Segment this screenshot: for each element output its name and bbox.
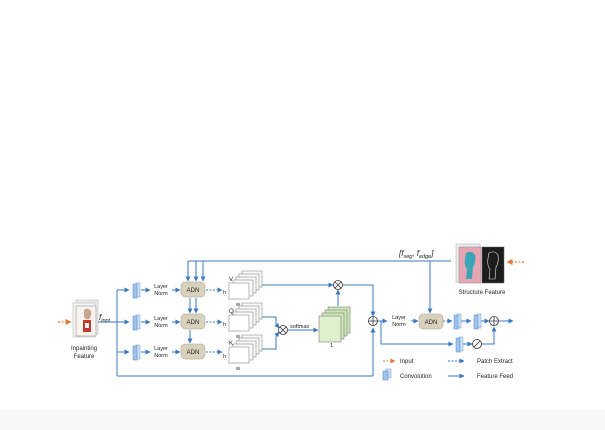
activation-icon bbox=[472, 339, 482, 349]
svg-text:w: w bbox=[235, 302, 240, 308]
svg-text:V: V bbox=[229, 277, 233, 283]
input-branch-lines bbox=[98, 287, 376, 377]
svg-text:h: h bbox=[223, 354, 226, 360]
legend-feature-feed-label: Feature Feed bbox=[477, 374, 513, 380]
svg-text:w: w bbox=[235, 334, 240, 340]
adn-to-vqk-arrows bbox=[206, 287, 223, 355]
conv-block-right-3 bbox=[455, 336, 464, 353]
conv-block-right-2 bbox=[473, 313, 482, 330]
svg-text:ADN: ADN bbox=[187, 320, 200, 326]
adn-block-bottom: ADN bbox=[180, 343, 206, 360]
key-tensor: K h w bbox=[223, 334, 263, 372]
svg-text:1: 1 bbox=[330, 343, 333, 349]
legend-convolution-label: Convolution bbox=[400, 374, 432, 380]
svg-text:ADN: ADN bbox=[187, 350, 200, 356]
inpainting-caption-line1: Inpainting bbox=[71, 346, 97, 352]
adn-block-right: ADN bbox=[418, 313, 444, 330]
legend-convolution-icon bbox=[382, 368, 392, 381]
conv-block-top bbox=[132, 282, 141, 299]
query-tensor: Q h w bbox=[223, 302, 263, 340]
right-path-arrows bbox=[378, 318, 514, 347]
input-feature-symbol: finpt bbox=[99, 313, 111, 324]
svg-text:h: h bbox=[223, 290, 226, 296]
svg-text:Q: Q bbox=[229, 309, 234, 315]
svg-text:ADN: ADN bbox=[187, 288, 200, 294]
structure-feed-lines bbox=[185, 260, 451, 344]
svg-text:K: K bbox=[229, 341, 233, 347]
v-multiply-icon bbox=[333, 280, 343, 290]
residual-add-icon bbox=[368, 316, 378, 326]
legend-input-label: Input bbox=[400, 359, 414, 365]
structure-feature-caption: Structure Feature bbox=[459, 290, 506, 296]
value-tensor: V h w bbox=[223, 270, 263, 308]
svg-text:softmax: softmax bbox=[290, 324, 310, 330]
conv-to-norm-arrows bbox=[141, 287, 151, 355]
svg-text:ADN: ADN bbox=[425, 320, 438, 326]
bottom-band bbox=[0, 410, 605, 430]
inpainting-caption-line2: Feature bbox=[74, 354, 95, 360]
legend-patch-extract-label: Patch Extract bbox=[477, 359, 513, 365]
adn-block-top: ADN bbox=[180, 281, 206, 298]
attention-map-block: 1 bbox=[318, 306, 351, 349]
conv-block-bottom bbox=[132, 344, 141, 361]
adn-block-middle: ADN bbox=[180, 313, 206, 330]
layer-norm-top-line2: Norm bbox=[154, 291, 168, 297]
softmax-arrow: softmax bbox=[288, 324, 319, 333]
qk-to-multiply-arrows bbox=[262, 316, 280, 350]
layer-norm-right-line2: Norm bbox=[392, 322, 406, 328]
svg-text:h: h bbox=[223, 322, 226, 328]
layer-norm-mid-line2: Norm bbox=[154, 323, 168, 329]
layer-norm-bot-line2: Norm bbox=[154, 353, 168, 359]
structure-feature-symbol: [fseg, fedge] bbox=[398, 249, 434, 260]
svg-text:w: w bbox=[235, 366, 240, 372]
conv-block-right-1 bbox=[453, 313, 462, 330]
multiply-to-add-arrow bbox=[343, 284, 376, 317]
layer-norm-mid-line1: Layer bbox=[154, 316, 168, 322]
inpainting-feature-image bbox=[72, 299, 99, 338]
v-attn-to-multiply-arrows bbox=[262, 282, 341, 306]
layer-norm-right-line1: Layer bbox=[392, 315, 406, 321]
layer-norm-bot-line1: Layer bbox=[154, 346, 168, 352]
final-add-icon bbox=[489, 316, 499, 326]
legend: Input Patch Extract Convolution Feature … bbox=[382, 358, 513, 381]
structure-feature-images bbox=[455, 243, 505, 284]
norm-to-adn-arrows bbox=[172, 287, 181, 355]
conv-block-middle bbox=[132, 314, 141, 331]
qk-multiply-icon bbox=[278, 325, 288, 335]
layer-norm-top-line1: Layer bbox=[154, 284, 168, 290]
